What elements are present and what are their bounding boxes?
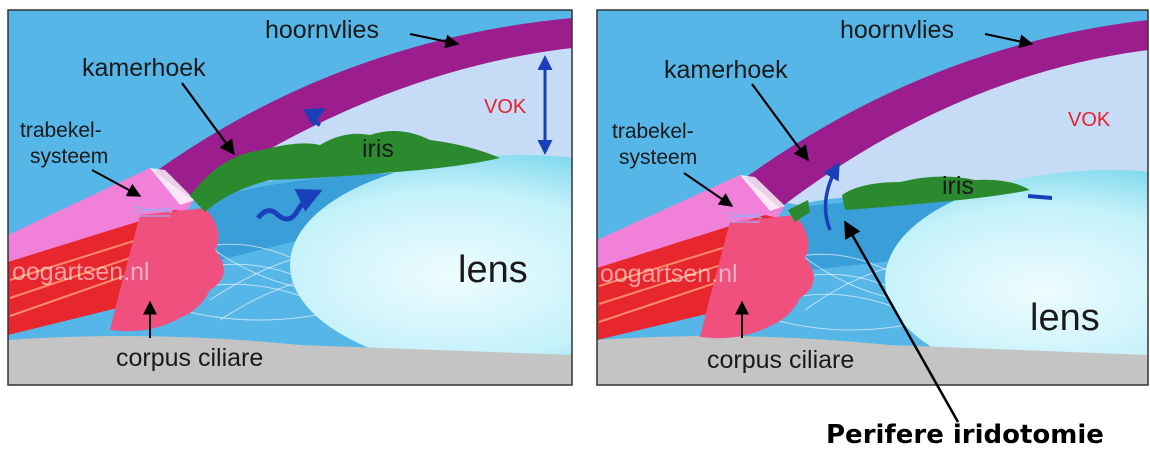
- right-panel: hoornvlies kamerhoek VOK trabekel- syste…: [596, 9, 1149, 423]
- right-trabecular-meshwork: [725, 212, 763, 223]
- right-iris-label: iris: [942, 172, 974, 200]
- right-kamerhoek-pointer: [751, 83, 809, 162]
- left-panel: hoornvlies kamerhoek VOK trabekel- syste…: [7, 9, 573, 386]
- right-anterior-chamber: [770, 40, 1148, 205]
- left-panel-border: [7, 9, 573, 386]
- left-kamerhoek-pointer: [181, 82, 235, 156]
- right-trabekel-label-2: systeem: [619, 146, 697, 169]
- right-iridotomie-pointer: [843, 220, 960, 423]
- left-ciliary-body: [110, 208, 224, 332]
- right-hoornvlies-pointer: [984, 33, 1034, 49]
- left-hoornvlies-label: hoornvlies: [265, 16, 379, 44]
- left-hoornvlies-pointer: [409, 33, 460, 49]
- left-trabekel-pointer: [91, 169, 142, 197]
- right-cornea: [745, 20, 1148, 208]
- right-vok-label: VOK: [1068, 109, 1111, 131]
- left-lens: [290, 155, 572, 375]
- left-floor: [8, 336, 572, 385]
- left-lens-label: lens: [458, 249, 528, 291]
- caption: Perifere iridotomie: [826, 420, 1104, 450]
- right-lens-label: lens: [1030, 297, 1100, 339]
- right-ciliary-body: [700, 215, 814, 339]
- right-trabekel-pointer: [683, 172, 734, 207]
- right-limbus: [740, 175, 785, 211]
- right-iris: [842, 176, 1030, 210]
- right-watermark: oogartsen.nl: [600, 260, 738, 288]
- left-iris: [190, 131, 500, 212]
- right-iris-edge: [1027, 194, 1053, 200]
- right-iris-peripheral-stub: [788, 200, 810, 222]
- left-trabekel-label-1: trabekel-: [20, 119, 102, 142]
- right-lens: [885, 170, 1148, 385]
- right-flow-arrow: [823, 161, 840, 231]
- right-corpus-ciliare-label: corpus ciliare: [707, 346, 854, 374]
- right-hoornvlies-label: hoornvlies: [840, 16, 954, 44]
- left-iris-label: iris: [362, 135, 394, 163]
- right-panel-border: [596, 9, 1149, 386]
- left-limbus: [150, 168, 195, 205]
- left-kamerhoek-label: kamerhoek: [82, 54, 206, 82]
- right-floor: [597, 336, 1148, 385]
- left-vok-label: VOK: [484, 96, 527, 118]
- right-trabekel-label-1: trabekel-: [612, 120, 694, 143]
- left-posterior-chamber: [205, 172, 420, 260]
- left-trabecular-meshwork: [132, 206, 173, 217]
- left-flow-arrow-wavy: [256, 189, 323, 222]
- left-watermark: oogartsen.nl: [12, 258, 150, 286]
- left-trabekel-label-2: systeem: [30, 145, 108, 168]
- left-corpus-ciliare-label: corpus ciliare: [116, 344, 263, 372]
- right-kamerhoek-label: kamerhoek: [664, 56, 788, 84]
- left-flow-arrow-curved: [303, 108, 326, 127]
